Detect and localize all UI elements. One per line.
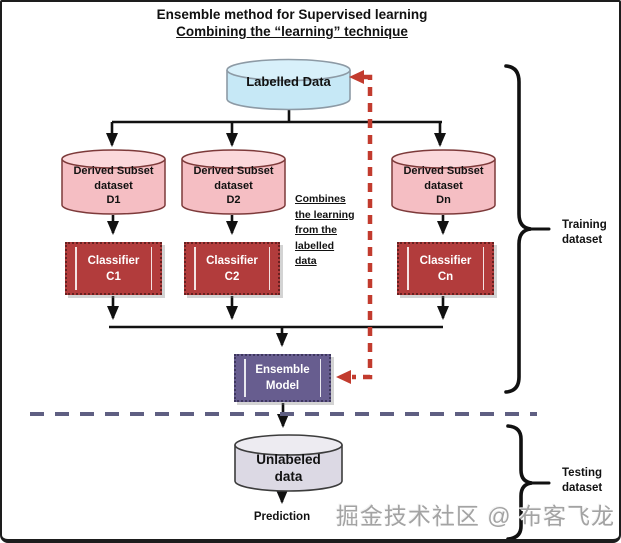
subset-d2-cylinder xyxy=(181,149,286,215)
classifier-c2-box: Classifier C2 xyxy=(184,242,280,295)
subset-dn-cylinder xyxy=(391,149,496,215)
unlabeled-data-cylinder xyxy=(234,434,343,492)
subset-d2-line2: dataset xyxy=(214,179,253,192)
feedback-loop xyxy=(336,70,373,384)
combines-note-line5: data xyxy=(295,255,317,267)
classifier-c1-line1: Classifier xyxy=(87,254,140,267)
classifier-c1-line2: C1 xyxy=(106,270,121,283)
feedback-dashed-path xyxy=(352,74,373,380)
prediction-label: Prediction xyxy=(253,511,311,523)
subset-dn-line2: dataset xyxy=(424,179,463,192)
training-dataset-label: Training dataset xyxy=(562,218,607,248)
subset-dn-line3: Dn xyxy=(436,194,451,206)
classifier-cn-line2: Cn xyxy=(437,270,454,283)
combines-note: Combines the learning from the labelled … xyxy=(295,192,365,270)
combines-note-line3: from the xyxy=(295,224,337,236)
classifier-c1-box: Classifier C1 xyxy=(65,242,162,295)
combines-note-line2: the learning xyxy=(295,208,355,221)
labelled-data-label: Labelled Data xyxy=(246,74,331,89)
labelled-data-cylinder xyxy=(226,58,351,111)
classifier-c2-line1: Classifier xyxy=(206,254,258,267)
subset-d1-cylinder xyxy=(61,149,166,215)
ensemble-line2: Model xyxy=(265,380,300,392)
testing-dataset-label: Testing dataset xyxy=(562,466,602,496)
combines-note-line1: Combines xyxy=(295,193,346,205)
feedback-arrowhead-bottom xyxy=(336,370,351,384)
testing-label-line1: Testing xyxy=(562,467,603,479)
subset-d1-line2: dataset xyxy=(94,179,133,192)
classifier-cn-line1: Classifier xyxy=(419,254,472,267)
diagram-subtitle: Combining the “learning” technique xyxy=(176,24,408,39)
feedback-arrowhead-top xyxy=(349,70,364,84)
unlabeled-data-label: Unlabeled data xyxy=(235,452,342,485)
subset-d2-label: Derived Subset dataset D2 xyxy=(182,164,285,208)
training-label-line2: dataset xyxy=(562,234,603,246)
diagram-title: Ensemble method for Supervised learning xyxy=(156,7,428,22)
combines-note-line4: labelled xyxy=(295,239,335,252)
subset-dn-label: Derived Subset dataset Dn xyxy=(392,164,495,208)
subset-d2-line3: D2 xyxy=(226,194,241,206)
classifier-cn-box: Classifier Cn xyxy=(397,242,494,295)
testing-label-line2: dataset xyxy=(562,482,603,494)
ensemble-model-box: Ensemble Model xyxy=(234,354,331,402)
training-brace xyxy=(504,64,532,394)
subset-d1-label: Derived Subset dataset D1 xyxy=(62,164,165,208)
subset-d1-line3: D1 xyxy=(106,194,121,206)
subset-dn-line1: Derived Subset xyxy=(403,165,484,177)
ensemble-line1: Ensemble xyxy=(255,364,310,376)
subset-d1-line1: Derived Subset xyxy=(73,165,154,177)
classifier-c2-line2: C2 xyxy=(224,270,240,283)
watermark-text: 掘金技术社区 @ 布客飞龙 xyxy=(335,503,615,529)
training-label-line1: Training xyxy=(562,219,607,231)
unlabeled-line1: Unlabeled xyxy=(256,452,321,467)
subset-d2-line1: Derived Subset xyxy=(193,165,274,177)
unlabeled-line2: data xyxy=(274,468,303,484)
